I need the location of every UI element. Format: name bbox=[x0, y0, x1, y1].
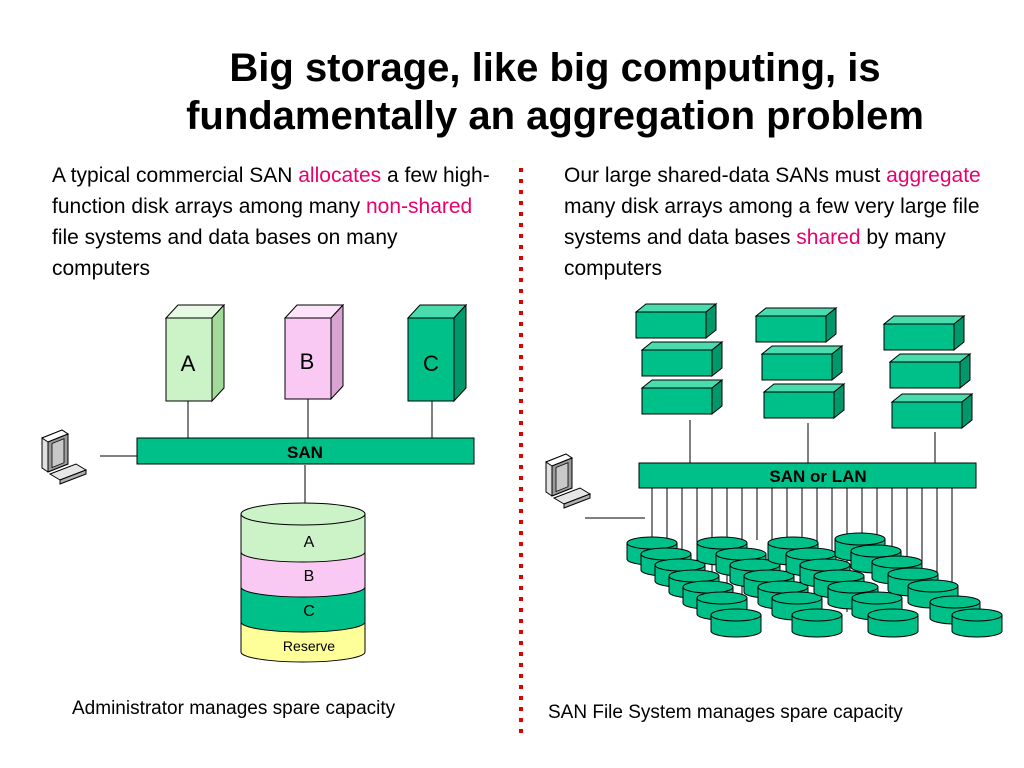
server-b: B bbox=[283, 303, 345, 401]
san-label: SAN bbox=[287, 443, 323, 462]
server-c-label: C bbox=[423, 351, 439, 376]
left-caption: Administrator manages spare capacity bbox=[72, 698, 396, 719]
server-b-label: B bbox=[300, 349, 315, 374]
san-or-lan-label: SAN or LAN bbox=[769, 467, 866, 486]
storage-stack-3 bbox=[883, 315, 973, 429]
right-text-3: by many computers bbox=[564, 226, 946, 280]
left-highlight-non-shared: non-shared bbox=[365, 195, 473, 218]
right-highlight-shared: shared bbox=[796, 226, 861, 249]
title-line-1: Big storage, like big computing, is bbox=[229, 46, 881, 90]
server-c: C bbox=[406, 303, 468, 403]
server-a-label: A bbox=[181, 351, 196, 376]
storage-stack-1 bbox=[635, 303, 723, 415]
right-text-2: many disk arrays among a few very large … bbox=[564, 195, 980, 249]
slide-title: Big storage, like big computing, is fund… bbox=[100, 44, 1010, 140]
left-highlight-allocates: allocates bbox=[298, 164, 382, 187]
left-description: A typical commercial SAN allocates a few… bbox=[52, 160, 492, 284]
right-text-1: Our large shared-data SANs must bbox=[564, 164, 887, 187]
disk-array bbox=[626, 532, 1003, 638]
san-bus bbox=[136, 437, 475, 465]
computer-icon bbox=[41, 429, 87, 485]
title-line-2: fundamentally an aggregation problem bbox=[186, 94, 924, 138]
storage-cylinder: A B C Reserve bbox=[240, 502, 366, 663]
san-or-lan-bus bbox=[638, 462, 977, 489]
layer-reserve-label: Reserve bbox=[283, 638, 335, 654]
layer-a-label: A bbox=[304, 534, 315, 551]
left-text-2: a few high-function disk arrays among ma… bbox=[52, 164, 490, 218]
right-caption: SAN File System manages spare capacity bbox=[548, 702, 903, 723]
right-description: Our large shared-data SANs must aggregat… bbox=[564, 160, 1004, 284]
layer-b-label: B bbox=[304, 568, 315, 585]
left-text-3: file systems and data bases on many comp… bbox=[52, 226, 398, 280]
storage-stack-2 bbox=[755, 307, 845, 419]
right-highlight-aggregate: aggregate bbox=[886, 164, 981, 187]
computer-icon bbox=[545, 453, 591, 509]
server-a: A bbox=[164, 303, 226, 403]
left-text-1: A typical commercial SAN bbox=[52, 164, 299, 187]
layer-c-label: C bbox=[303, 603, 315, 620]
